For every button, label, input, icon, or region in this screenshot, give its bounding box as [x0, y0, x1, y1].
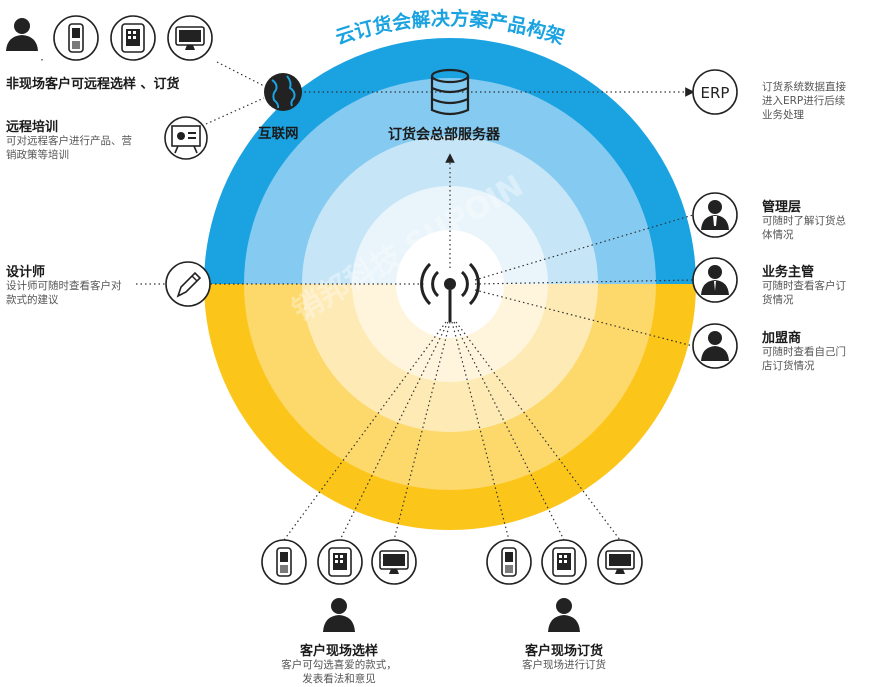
- franchisee-title: 加盟商: [762, 331, 802, 346]
- remote-training-desc-2: 销政策等培训: [6, 149, 69, 161]
- bottom-monitor-icon-2: [597, 539, 643, 585]
- select-title: 客户现场选样: [299, 644, 378, 659]
- person-icon: [6, 18, 38, 51]
- erp-desc-2: 进入ERP进行后续: [762, 95, 846, 107]
- monitor-icon: [167, 15, 213, 61]
- connector-lines: [41, 59, 695, 541]
- server-label: 订货会总部服务器: [388, 127, 500, 143]
- supervisor-icon: [692, 257, 738, 303]
- franchisee-desc-2: 店订货情况: [762, 360, 815, 372]
- order-desc-1: 客户现场进行订货: [522, 659, 606, 671]
- erp-desc-3: 业务处理: [762, 109, 804, 121]
- remote-training-title: 远程培训: [6, 120, 59, 135]
- management-desc-2: 体情况: [762, 229, 794, 241]
- management-desc-1: 可随时了解订货总: [762, 215, 846, 227]
- select-desc-2: 发表看法和意见: [302, 673, 376, 685]
- presentation-board-icon: [164, 116, 208, 160]
- bottom-tablet-icon-1: [317, 539, 363, 585]
- rings-bottom: [204, 284, 696, 530]
- designer-desc-2: 款式的建议: [6, 294, 59, 306]
- erp-node: ERP: [692, 69, 738, 115]
- supervisor-desc-1: 可随时查看客户订: [762, 280, 846, 292]
- wireless-hub-icon: [420, 262, 480, 322]
- order-title: 客户现场订货: [524, 644, 603, 659]
- designer-title: 设计师: [6, 265, 46, 280]
- bottom-tablet-icon-2: [541, 539, 587, 585]
- customer-person-icon-1: [323, 598, 355, 632]
- supervisor-desc-2: 货情况: [762, 294, 794, 306]
- bottom-phone-icon-2: [486, 539, 532, 585]
- select-desc-1: 客户可勾选喜爱的款式，: [281, 659, 397, 671]
- designer-desc-1: 设计师可随时查看客户对: [6, 280, 122, 292]
- manager-icon: [692, 192, 738, 238]
- supervisor-title: 业务主管: [762, 265, 815, 280]
- remote-select-title: 非现场客户可远程选样 、订货: [6, 77, 180, 92]
- erp-desc-1: 订货系统数据直接: [762, 81, 846, 93]
- bottom-monitor-icon-1: [371, 539, 417, 585]
- franchisee-desc-1: 可随时查看自己门: [762, 346, 846, 358]
- phone-icon: [53, 15, 99, 61]
- franchisee-icon: [692, 323, 738, 369]
- customer-person-icon-2: [548, 598, 580, 632]
- tablet-icon: [110, 15, 156, 61]
- pencil-icon: [165, 261, 211, 307]
- bottom-phone-icon-1: [261, 539, 307, 585]
- erp-label: ERP: [701, 84, 730, 102]
- management-title: 管理层: [762, 200, 802, 215]
- internet-label: 互联网: [258, 126, 299, 142]
- database-server-icon: [430, 68, 470, 116]
- remote-training-desc-1: 可对远程客户进行产品、营: [6, 135, 132, 147]
- globe-icon: [264, 73, 302, 111]
